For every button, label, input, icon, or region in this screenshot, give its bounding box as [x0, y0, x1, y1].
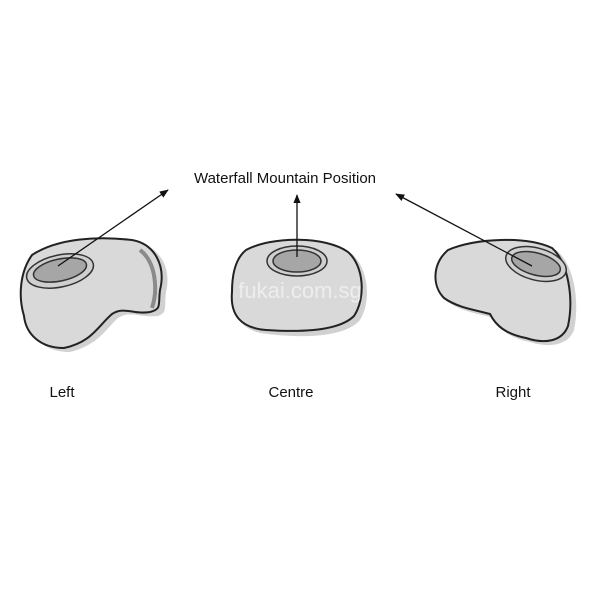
- stone-right: [434, 238, 577, 346]
- label-centre: Centre: [268, 384, 313, 401]
- watermark: fukai.com.sg: [238, 278, 362, 303]
- arrow-left: [57, 189, 169, 267]
- mountain-right: [510, 250, 562, 278]
- arrow-right: [395, 193, 533, 267]
- stone-left: [19, 237, 168, 352]
- mountain-left: [32, 257, 88, 283]
- label-right: Right: [495, 384, 531, 401]
- label-left: Left: [49, 384, 75, 401]
- diagram-title: Waterfall Mountain Position: [194, 170, 376, 187]
- stone-centre: [230, 238, 367, 337]
